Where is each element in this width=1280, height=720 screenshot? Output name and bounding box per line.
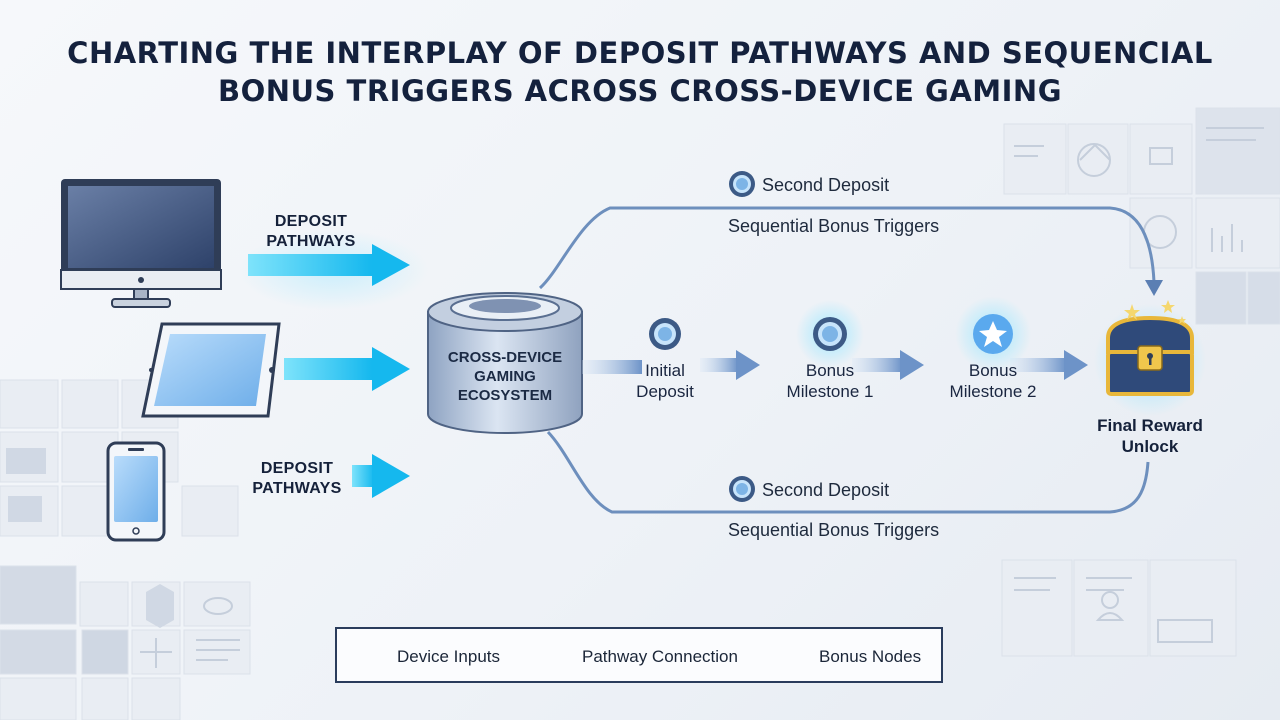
smartphone-icon: [106, 441, 166, 542]
coin-icon-lower: [729, 476, 755, 502]
deposit-pathways-text-bottom: DEPOSIT PATHWAYS: [252, 460, 342, 497]
deposit-arrow-2: [284, 347, 410, 391]
diagram-title: CHARTING THE INTERPLAY OF DEPOSIT PATHWA…: [0, 34, 1280, 110]
coin-icon-milestone-1: [796, 300, 864, 368]
deposit-arrow-1: [238, 230, 428, 310]
bonus-milestone-2-text: Bonus Milestone 2: [949, 361, 1037, 401]
tablet-icon: [141, 322, 281, 418]
star-icon-milestone-2: [955, 296, 1031, 372]
flow-arrow-m1-to-m2: [852, 350, 924, 380]
final-reward-text: Final Reward Unlock: [1097, 416, 1203, 456]
lower-second-deposit-label: Second Deposit: [762, 480, 890, 500]
deposit-pathways-text-top: DEPOSIT PATHWAYS: [266, 213, 356, 250]
lower-branch-path: [546, 430, 1150, 514]
title-line-1: CHARTING THE INTERPLAY OF DEPOSIT PATHWA…: [67, 36, 1213, 70]
coin-icon-upper: [729, 171, 755, 197]
bonus-milestone-2-label: Bonus Milestone 2: [923, 360, 1063, 402]
upper-branch-arrowhead: [1145, 280, 1163, 296]
ecosystem-cylinder: [427, 292, 583, 434]
final-reward-label: Final Reward Unlock: [1080, 415, 1220, 457]
legend-box: Device Inputs Pathway Connection Bonus N…: [335, 627, 943, 683]
upper-sequential-bonus-label: Sequential Bonus Triggers: [728, 216, 940, 236]
legend-pathway-connection-label: Pathway Connection: [582, 647, 738, 666]
deposit-arrow-3: [352, 454, 410, 498]
desktop-monitor-icon: [60, 179, 222, 308]
initial-deposit-text: Initial Deposit: [636, 361, 694, 401]
bonus-milestone-1-text: Bonus Milestone 1: [786, 361, 874, 401]
legend-device-inputs-label: Device Inputs: [397, 647, 500, 666]
flow-arrow-eco-to-initial: [582, 360, 642, 374]
upper-branch-path: [538, 206, 1156, 290]
lower-sequential-bonus-label: Sequential Bonus Triggers: [728, 520, 940, 540]
deposit-pathways-label-top: DEPOSIT PATHWAYS: [258, 212, 364, 252]
bonus-milestone-1-label: Bonus Milestone 1: [760, 360, 900, 402]
ecosystem-label: CROSS-DEVICE GAMING ECOSYSTEM: [432, 348, 578, 405]
initial-deposit-label: Initial Deposit: [595, 360, 735, 402]
flow-arrow-initial-to-m1: [700, 350, 760, 380]
ecosystem-label-text: CROSS-DEVICE GAMING ECOSYSTEM: [447, 349, 563, 404]
deposit-pathways-label-bottom: DEPOSIT PATHWAYS: [244, 459, 350, 499]
upper-second-deposit-label: Second Deposit: [762, 175, 890, 195]
treasure-chest-icon: [1094, 300, 1206, 416]
legend-bonus-nodes-label: Bonus Nodes: [819, 647, 922, 666]
flow-arrow-m2-to-final: [1010, 350, 1088, 380]
title-line-2: BONUS TRIGGERS ACROSS CROSS-DEVICE GAMIN…: [217, 74, 1062, 108]
coin-icon-initial-deposit: [649, 318, 681, 350]
